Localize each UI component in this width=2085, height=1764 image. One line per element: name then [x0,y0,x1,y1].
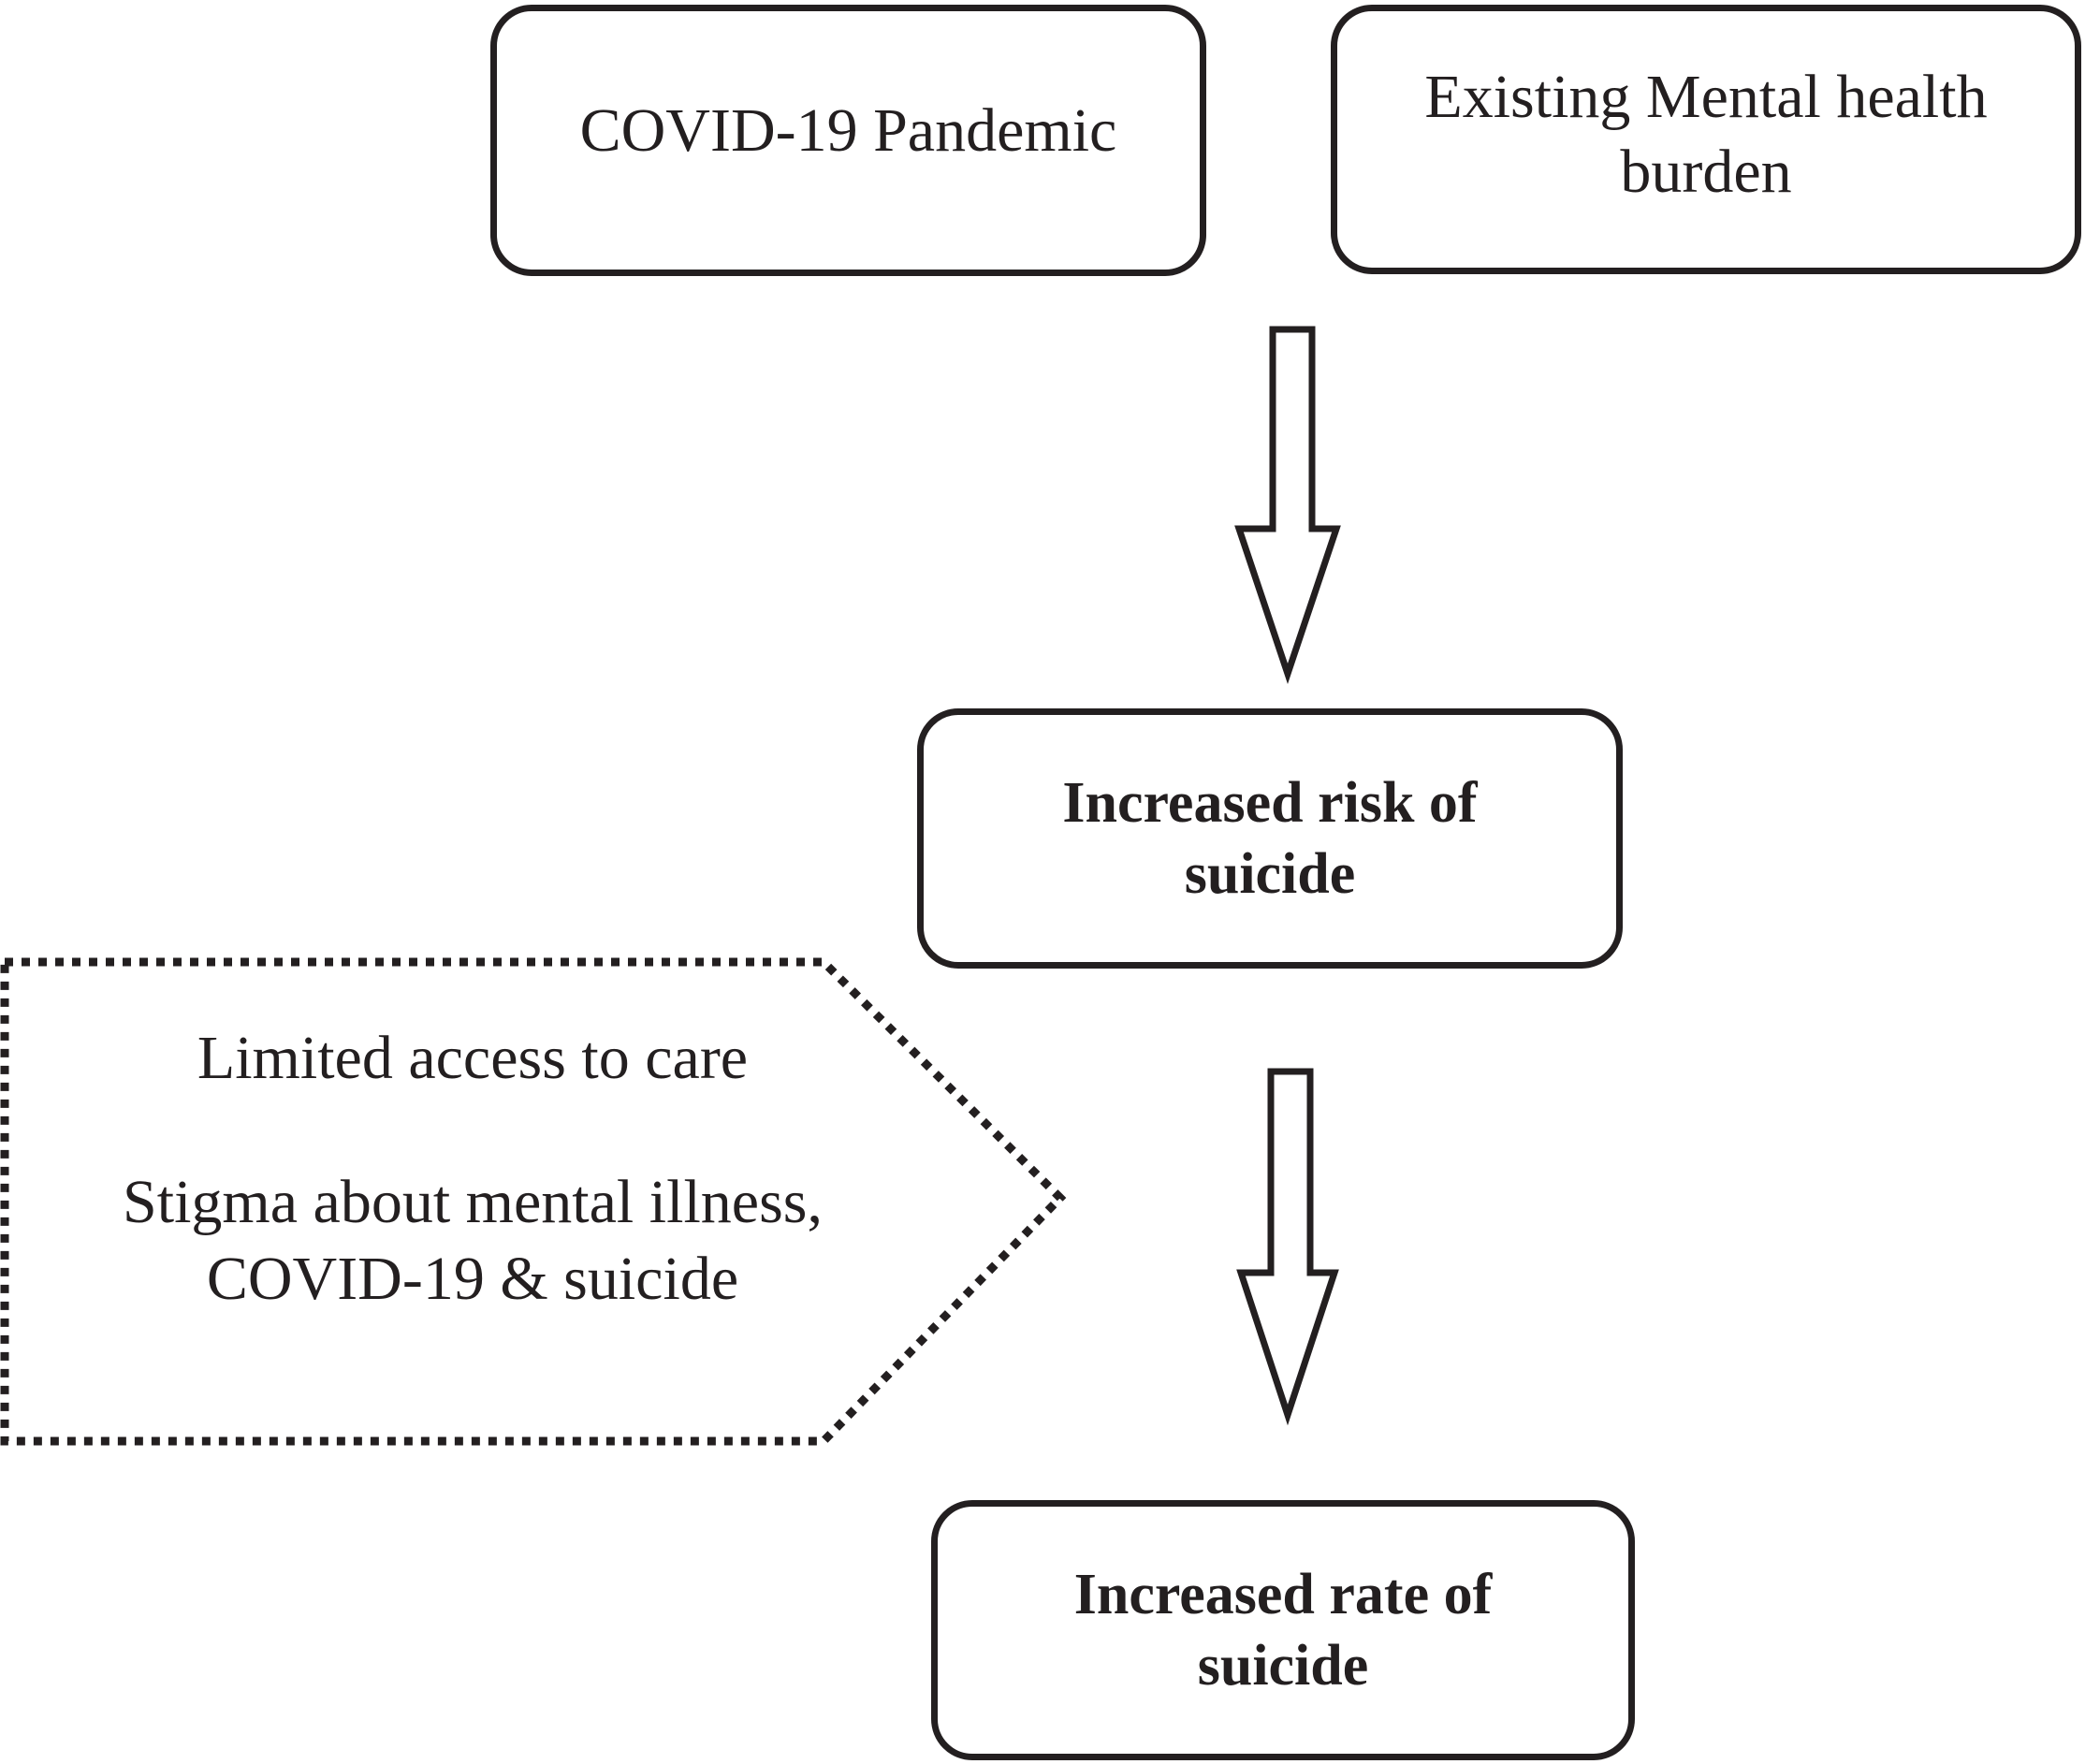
node-burden-text-line-1: Existing Mental health [1424,63,1988,131]
contributing-factors-text: Limited access to care Stigma about ment… [37,1020,908,1318]
node-existing-mental-health-burden: Existing Mental health burden [1331,5,2081,274]
node-risk-text-line-1: Increased risk of [1062,771,1478,835]
arrow-burden-to-risk [1234,326,1341,685]
node-rate-text-line-2: suicide [1197,1634,1369,1698]
factor-stigma-line-2: COVID-19 & suicide [206,1245,739,1313]
factor-limited-access: Limited access to care [197,1024,749,1092]
arrow-risk-to-rate [1236,1068,1339,1426]
node-increased-rate-of-suicide: Increased rate of suicide [931,1500,1635,1760]
node-rate-text-line-1: Increased rate of [1073,1563,1493,1626]
factor-stigma-line-1: Stigma about mental illness, [123,1168,823,1236]
node-risk-text-line-2: suicide [1184,842,1356,906]
node-covid-pandemic-text: COVID-19 Pandemic [579,96,1117,165]
node-burden-text-line-2: burden [1620,138,1792,206]
factor-spacer [37,1097,908,1164]
node-covid-pandemic: COVID-19 Pandemic [490,5,1206,276]
node-increased-risk-of-suicide: Increased risk of suicide [917,708,1623,969]
